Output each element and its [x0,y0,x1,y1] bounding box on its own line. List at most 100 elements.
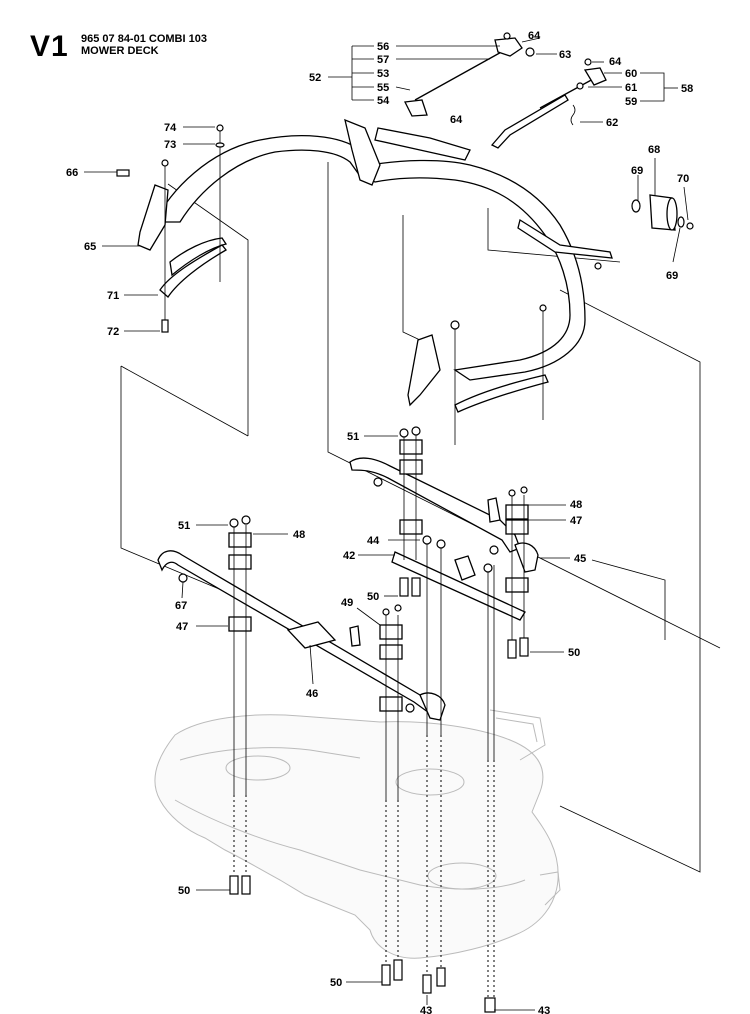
clamp-block-47-right [505,519,529,535]
callout-50-bottom: 50 [330,977,342,989]
callout-46: 46 [306,688,318,700]
callout-43-right: 43 [538,1005,550,1014]
callout-52: 52 [309,72,321,84]
callout-48-left: 48 [293,529,305,541]
blade-housing-right [427,862,497,890]
frame-left-side [120,366,237,597]
nut-67 [178,573,188,583]
bolt-50-right-b [519,637,529,657]
clamp-block-47-left [228,616,252,632]
nut-74 [216,124,224,132]
bolt-50-center-a [399,577,409,597]
nut-48-right-b [520,486,528,494]
callout-61: 61 [625,82,637,94]
rear-tab [349,625,361,647]
clamp-block-44 [399,519,423,535]
support-46 [286,621,337,649]
callout-42: 42 [343,550,355,562]
nut-51-center [399,428,409,438]
callout-53: 53 [377,68,389,80]
bolt-66 [116,169,130,177]
callout-leaders [84,37,689,1011]
callout-49: 49 [341,597,353,609]
nut-43-b [436,539,446,549]
washer-73 [215,142,225,148]
clamp-blocks [228,439,529,712]
nut-63 [525,47,535,57]
bolt-50-right-a [507,639,517,659]
nut-front-end [373,477,383,487]
leader-49 [356,607,381,626]
bolt-72 [161,319,169,333]
bolt-50-rear-a [381,964,391,986]
nut-right [450,320,460,330]
part-number: 965 07 84-01 COMBI 103 [81,33,207,45]
mounting-bolts [229,426,529,1013]
washer-69-right [677,216,685,228]
deck-ridge [179,747,361,761]
callout-70: 70 [677,173,689,185]
lift-frame-arm [374,127,471,161]
callout-labels: 56 57 53 55 54 52 64 63 64 60 61 59 58 6… [66,30,693,1014]
clamp-block-upper-left [228,554,252,570]
nut-right-2 [539,304,547,312]
bracket-65 [137,184,169,251]
bolt-50-center-b [411,577,421,597]
callout-64-top: 64 [528,30,541,42]
clamp-plate-49 [379,624,403,640]
bolt-50-left-a [229,875,239,895]
axle-end-45 [514,542,539,573]
roller-assembly [517,194,694,270]
bolt-43-end-c [484,997,496,1013]
callout-59: 59 [625,96,637,108]
callout-64-right: 64 [609,56,622,68]
callout-48-right: 48 [570,499,582,511]
bolt-43-end-a [422,974,432,994]
deck-skirt [174,799,526,890]
callout-73: 73 [164,139,176,151]
leader-67 [181,581,184,599]
clamp-block-rear-lower [379,696,403,712]
nut-43-c [483,563,493,573]
nut-49-a [382,608,390,616]
diagram-title-block: 965 07 84-01 COMBI 103 MOWER DECK [81,33,207,57]
callout-55: 55 [377,82,389,94]
leader-70 [683,186,689,221]
axle-tab [487,497,501,523]
deck-body [154,714,559,959]
clevis-57 [494,37,523,57]
callout-66: 66 [66,167,78,179]
callout-50-left: 50 [178,885,190,897]
callout-67: 67 [175,600,187,612]
nut-51-left [229,518,239,528]
link-71 [159,244,227,298]
clamp-block-49 [379,644,403,660]
leader-46 [309,644,314,685]
callout-45: 45 [574,553,586,565]
nut-51-center-b [411,426,421,436]
rod-62-bent [490,94,569,149]
mower-deck [154,709,561,959]
link-71-upper [169,237,228,277]
callout-72: 72 [107,326,119,338]
washer-69-left [631,199,641,213]
nut-51-left-b [241,515,251,525]
callout-43-left: 43 [420,1005,432,1014]
nut-front-right [489,545,499,555]
callout-64-mid: 64 [450,114,463,126]
pin-64-top [503,32,511,40]
callout-62: 62 [606,117,618,129]
callout-50-center: 50 [367,591,379,603]
callout-56: 56 [377,41,389,53]
clamp-plate-48-left [228,532,252,548]
rod-53 [414,49,506,101]
deck-handle [489,709,546,761]
clevis-55 [404,99,428,117]
deck-chute [539,871,561,906]
callout-57: 57 [377,54,389,66]
bracket-right-upper [407,334,441,407]
front-axle [349,457,539,621]
axle-42 [391,551,526,621]
callout-54: 54 [377,95,390,107]
